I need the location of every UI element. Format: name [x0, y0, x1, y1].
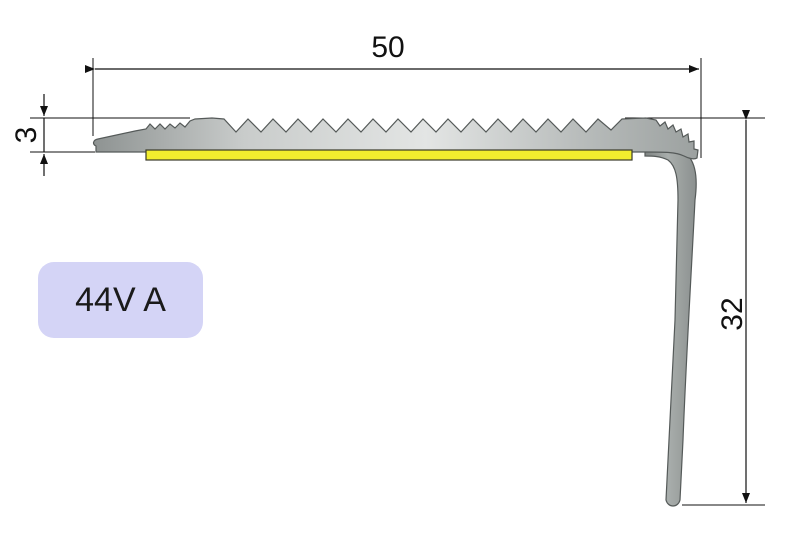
profile-tread	[92, 117, 699, 160]
product-code-badge: 44V A	[38, 262, 203, 338]
dimension-label-height: 32	[716, 297, 749, 330]
yellow-insert-strip	[145, 149, 633, 161]
profile-leg	[644, 150, 697, 507]
product-code-label: 44V A	[75, 281, 166, 319]
dimension-label-width: 50	[371, 31, 404, 64]
dimension-label-thickness: 3	[10, 127, 43, 144]
